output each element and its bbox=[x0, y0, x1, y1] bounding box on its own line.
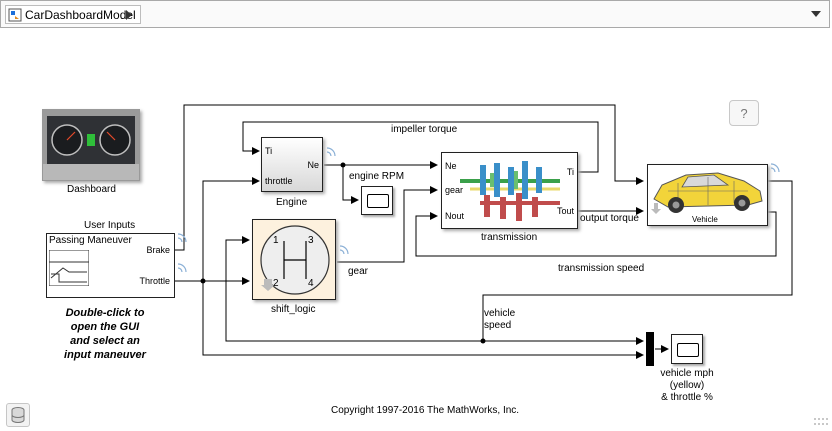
impeller-torque-line bbox=[242, 121, 599, 173]
breadcrumb-arrow-icon[interactable] bbox=[126, 10, 132, 20]
breadcrumb-bar: CarDashboardModel bbox=[0, 0, 830, 28]
model-name: CarDashboardModel bbox=[25, 7, 136, 22]
transmission-speed-line bbox=[415, 211, 777, 257]
dashboard-block[interactable] bbox=[42, 109, 140, 181]
vehicle-mph-label: vehicle mph (yellow) & throttle % bbox=[660, 368, 714, 403]
impeller-torque-label: impeller torque bbox=[391, 124, 458, 135]
throttle-port-label: Throttle bbox=[139, 276, 170, 286]
gear-1-label: 1 bbox=[273, 235, 279, 246]
vehicle-speed-line bbox=[482, 180, 793, 345]
help-button[interactable]: ? bbox=[729, 100, 759, 126]
passing-maneuver-block[interactable]: Passing Maneuver Brake Throttle bbox=[46, 233, 175, 298]
trans-nout-port: Nout bbox=[445, 211, 465, 221]
database-icon bbox=[11, 407, 25, 423]
copyright-text: Copyright 1997-2016 The MathWorks, Inc. bbox=[331, 405, 520, 416]
vehicle-inner-label: Vehicle bbox=[692, 215, 718, 224]
trans-gear-port: gear bbox=[445, 185, 464, 195]
gear-line bbox=[337, 186, 438, 263]
instructions-text: Double-click to open the GUI and select … bbox=[64, 307, 146, 361]
gear-4-label: 4 bbox=[308, 278, 314, 289]
dashboard-gauge-icon bbox=[43, 110, 139, 180]
scope-screen-icon bbox=[367, 194, 389, 208]
vehicle-mph-scope[interactable] bbox=[671, 334, 703, 364]
trans-ti-port: Ti bbox=[566, 167, 574, 177]
mux-block[interactable] bbox=[646, 332, 654, 366]
gear-2-label: 2 bbox=[273, 278, 279, 289]
trans-ne-port: Ne bbox=[445, 161, 457, 171]
breadcrumb[interactable]: CarDashboardModel bbox=[5, 5, 141, 24]
engine-rpm-scope[interactable] bbox=[361, 186, 393, 215]
brake-port-label: Brake bbox=[146, 245, 170, 255]
passing-maneuver-title: Passing Maneuver bbox=[49, 235, 132, 246]
transmission-label: transmission bbox=[481, 232, 538, 243]
resize-grip-icon[interactable] bbox=[812, 416, 830, 428]
scope-screen-icon bbox=[677, 343, 699, 357]
model-icon bbox=[8, 8, 22, 21]
model-data-button[interactable] bbox=[6, 403, 30, 427]
engine-rpm-label: engine RPM bbox=[349, 171, 405, 182]
chevron-down-icon[interactable] bbox=[811, 11, 821, 17]
signal-builder-icon bbox=[49, 250, 89, 286]
engine-ne-port: Ne bbox=[307, 160, 319, 170]
user-inputs-label: User Inputs bbox=[84, 220, 136, 231]
dashboard-label: Dashboard bbox=[67, 184, 116, 195]
gear-signal-label: gear bbox=[348, 266, 369, 277]
transmission-block[interactable]: Ne gear Nout Ti Tout bbox=[441, 152, 578, 229]
engine-throttle-port: throttle bbox=[265, 176, 293, 186]
engine-block[interactable]: Ti Ne throttle bbox=[261, 137, 323, 192]
vehicle-speed-label: vehicle speed bbox=[484, 308, 516, 331]
signal-lines bbox=[175, 104, 793, 359]
shift-logic-block[interactable]: 1 2 3 4 bbox=[252, 219, 336, 300]
vehicle-block[interactable]: Vehicle bbox=[647, 164, 768, 226]
trans-tout-port: Tout bbox=[556, 206, 574, 216]
engine-label: Engine bbox=[276, 197, 308, 208]
transmission-speed-label: transmission speed bbox=[558, 263, 645, 274]
engine-ti-port: Ti bbox=[265, 146, 273, 156]
gearbox-icon bbox=[460, 161, 560, 221]
gear-shift-pattern-icon bbox=[260, 225, 330, 295]
gear-3-label: 3 bbox=[308, 235, 314, 246]
car-icon bbox=[651, 172, 763, 214]
shift-logic-label: shift_logic bbox=[271, 304, 316, 315]
output-torque-label: output torque bbox=[580, 213, 639, 224]
model-canvas[interactable]: ? Dashboard User Inputs Passing Maneuver… bbox=[0, 28, 832, 431]
